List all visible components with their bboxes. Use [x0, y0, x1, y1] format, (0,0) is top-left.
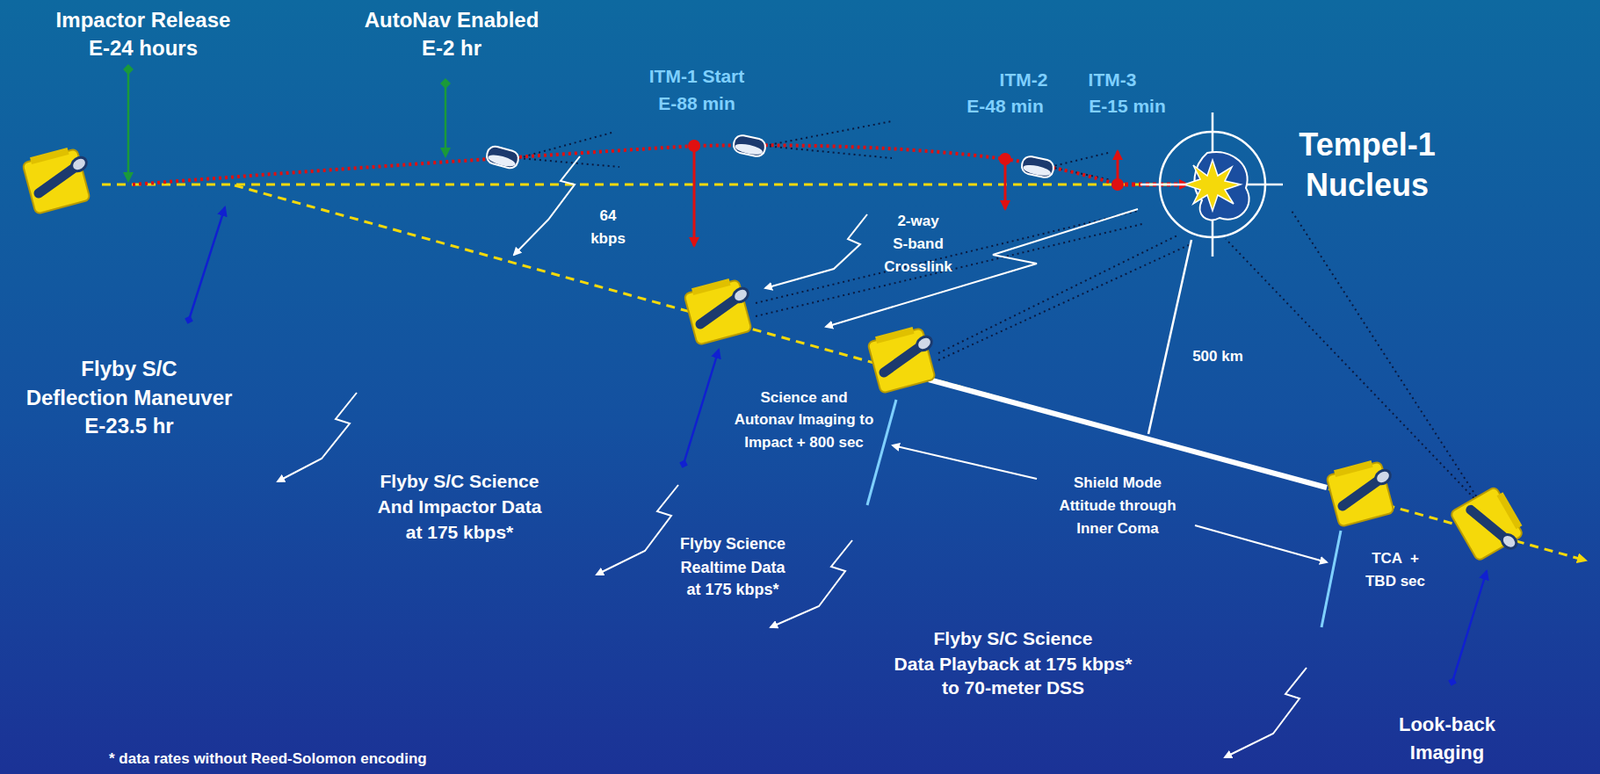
annotation-label: Shield Mode [1073, 474, 1162, 493]
annotation-label: Imaging [1410, 741, 1485, 764]
annotation-label: E-2 hr [421, 36, 482, 61]
annotation-label: Flyby S/C [80, 356, 177, 382]
annotation-label: ITM-1 Start [649, 65, 746, 87]
annotation-label: Flyby S/C Science [380, 470, 540, 493]
annotation-label: ITM-3 [1088, 69, 1137, 91]
annotation-label: E-15 min [1088, 95, 1166, 117]
annotation-label: Autonav Imaging to [734, 411, 875, 429]
annotation-label: Science and [760, 389, 848, 407]
annotation-label: TCA + [1371, 550, 1420, 568]
annotation-label: Flyby S/C Science [933, 628, 1094, 650]
annotation-label: TBD sec [1365, 572, 1426, 591]
comet-nucleus: Tempel-1 Nucleus [1154, 126, 1271, 243]
annotation-label: E-48 min [966, 95, 1044, 117]
annotation-label: E-23.5 hr [84, 413, 174, 439]
annotation-label: 2-way [897, 212, 939, 231]
annotation-label: Realtime Data [680, 558, 785, 578]
annotation-label: * data rates without Reed-Solomon encodi… [108, 750, 428, 768]
annotation-label: Impactor Release [56, 7, 232, 33]
annotation-label: AutoNav Enabled [364, 7, 540, 33]
nucleus-target [1154, 126, 1271, 243]
annotation-label: S-band [892, 235, 944, 254]
annotation-label: E-24 hours [88, 36, 198, 61]
annotation-label: Attitude through [1058, 497, 1176, 515]
annotation-label: 64 [600, 207, 617, 225]
annotation-label: E-88 min [658, 93, 736, 115]
annotation-label: Look-back [1398, 713, 1496, 736]
annotation-label: Crosslink [883, 258, 952, 276]
annotation-label: Flyby Science [680, 535, 786, 554]
annotation-label: And Impactor Data [377, 496, 543, 518]
annotation-label: Data Playback at 175 kbps* [894, 653, 1133, 675]
annotation-label: ITM-2 [999, 69, 1049, 91]
annotation-label: Impact + 800 sec [744, 434, 864, 452]
annotation-label: at 175 kbps* [405, 521, 515, 543]
annotation-label: 500 km [1192, 347, 1244, 366]
annotation-label: to 70-meter DSS [941, 677, 1085, 699]
annotation-label: Inner Coma [1076, 520, 1159, 538]
annotation-label: at 175 kbps* [686, 580, 779, 600]
annotation-label: Deflection Maneuver [26, 385, 233, 411]
annotation-label: kbps [590, 230, 626, 248]
target-name: Tempel-1 Nucleus [1292, 124, 1442, 206]
